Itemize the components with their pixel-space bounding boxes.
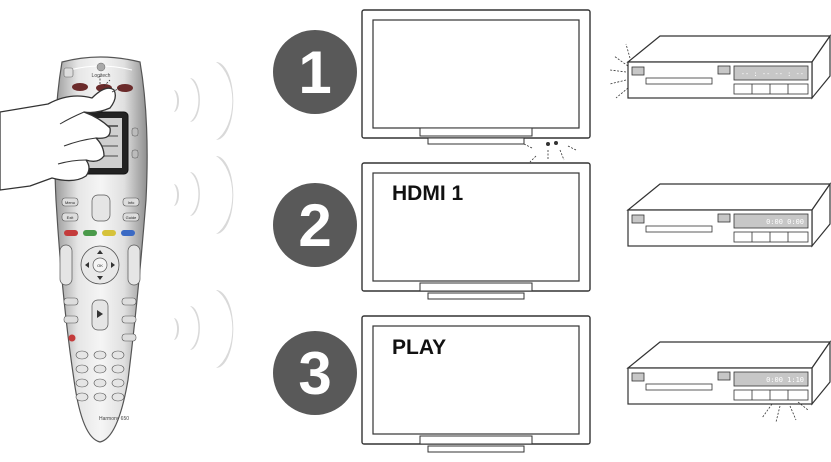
number-pad: [75, 350, 125, 402]
step-2-badge: 2: [273, 183, 357, 267]
ir-wave-group-2: [174, 156, 234, 234]
dvd-2-display: [733, 213, 809, 229]
skip-back-button[interactable]: [63, 315, 79, 324]
tv-1-ir-receiver-flash: [523, 141, 577, 163]
stop-button[interactable]: [121, 333, 137, 342]
ok-button-label: OK: [97, 263, 103, 268]
dvd-player-1: -- : -- -- : --: [609, 34, 831, 100]
ir-wave-group-3: [174, 290, 234, 368]
remote-brand-label: Logitech: [92, 73, 111, 79]
dvd-player-3: 0:00 1:10: [626, 340, 831, 423]
exit-button[interactable]: [61, 212, 79, 222]
tv-2-screen-text: HDMI 1: [392, 182, 463, 205]
step-1-number: 1: [298, 39, 331, 106]
remote-model-label: Harmony 650: [99, 416, 129, 422]
red-button[interactable]: [64, 230, 78, 236]
page-rocker[interactable]: [91, 194, 111, 222]
tv-1: [361, 9, 591, 145]
step-3-number: 3: [298, 340, 331, 407]
tv-2: [361, 162, 591, 300]
channel-rocker[interactable]: [127, 244, 141, 286]
play-icon: [97, 310, 103, 318]
info-button[interactable]: [122, 197, 140, 207]
dvd-player-2: 0:00 0:00: [626, 182, 831, 248]
dvd-3-display-text: 0:00 1:10: [766, 376, 804, 384]
step-1-badge: 1: [273, 30, 357, 114]
ok-button[interactable]: [92, 257, 108, 273]
green-button[interactable]: [83, 230, 97, 236]
ir-wave-group-1: [174, 62, 234, 140]
step-3-badge: 3: [273, 331, 357, 415]
ir-signal-waves: [174, 62, 234, 368]
guide-button[interactable]: [122, 212, 140, 222]
yellow-button[interactable]: [102, 230, 116, 236]
menu-button[interactable]: [61, 197, 79, 207]
dvd-3-ir-receiver-flash: [761, 401, 809, 423]
blue-button[interactable]: [121, 230, 135, 236]
rewind-button[interactable]: [63, 297, 79, 306]
info-button-label: Info: [128, 200, 135, 205]
activity-button-1[interactable]: [72, 83, 88, 91]
power-button[interactable]: [63, 67, 74, 78]
hand-illustration: [0, 76, 121, 191]
volume-rocker[interactable]: [59, 244, 73, 286]
record-button[interactable]: [68, 334, 76, 342]
dvd-1-display: [733, 65, 809, 81]
activity-button-3[interactable]: [117, 84, 133, 92]
step-2-number: 2: [298, 192, 331, 259]
menu-button-label: Menu: [65, 200, 75, 205]
guide-button-label: Guide: [126, 215, 137, 220]
skip-forward-button[interactable]: [121, 315, 137, 324]
tv-3-screen-text: PLAY: [392, 336, 446, 359]
dvd-1-ir-flash: [609, 43, 631, 99]
dvd-2-display-text: 0:00 0:00: [766, 218, 804, 226]
dvd-1-display-text: -- : -- -- : --: [741, 70, 804, 78]
logo-icon: [96, 62, 106, 72]
dvd-3-display: [733, 371, 809, 387]
exit-button-label: Exit: [67, 215, 75, 220]
fast-forward-button[interactable]: [121, 297, 137, 306]
tv-3: [361, 315, 591, 453]
